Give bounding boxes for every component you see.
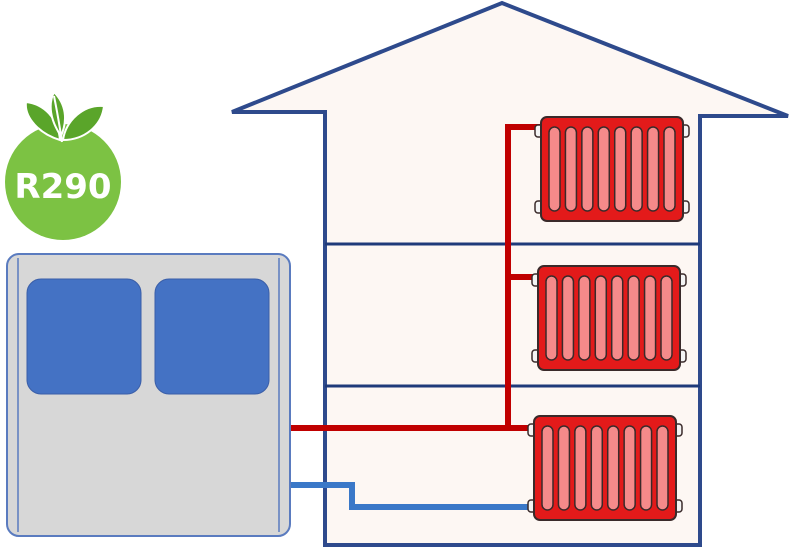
radiator-body [533,415,677,521]
radiator-fin [663,126,676,212]
radiator-fin [660,275,673,361]
radiator-fin [610,275,624,361]
radiator-fin [574,425,587,511]
heat-pump-unit [6,253,291,537]
cold-return-pipe [290,482,536,510]
radiator-fin [630,126,643,212]
radiator-body [540,116,684,222]
radiator-fin [541,425,554,511]
radiators [527,116,690,521]
leaf-right [61,104,106,142]
badge-label: R290 [14,167,111,207]
radiator-middle [531,265,687,371]
radiator-fin [578,275,591,361]
radiator-fin [548,126,561,212]
radiator-fin [561,275,575,361]
radiator-fin [545,275,558,361]
radiator-fin [597,126,611,212]
radiator-fin [557,425,571,511]
radiator-fin [623,425,636,511]
radiator-fin [590,425,604,511]
radiator-ground [527,415,683,521]
radiator-fin [606,425,620,511]
radiator-fin [594,275,608,361]
radiator-fin [646,126,660,212]
radiator-fin [581,126,594,212]
radiator-fin [643,275,657,361]
leaf-stem [53,95,63,143]
radiator-fin [613,126,627,212]
radiator-fin [627,275,640,361]
r290-badge: R290 [5,90,121,240]
radiator-fin [639,425,653,511]
badge-circle [5,124,121,240]
radiator-fin [564,126,578,212]
fan-panel-right [154,278,270,395]
radiator-top [534,116,690,222]
fan-panel-left [26,278,142,395]
leaf-icon [24,90,106,143]
radiator-fin [656,425,669,511]
radiator-body [537,265,681,371]
